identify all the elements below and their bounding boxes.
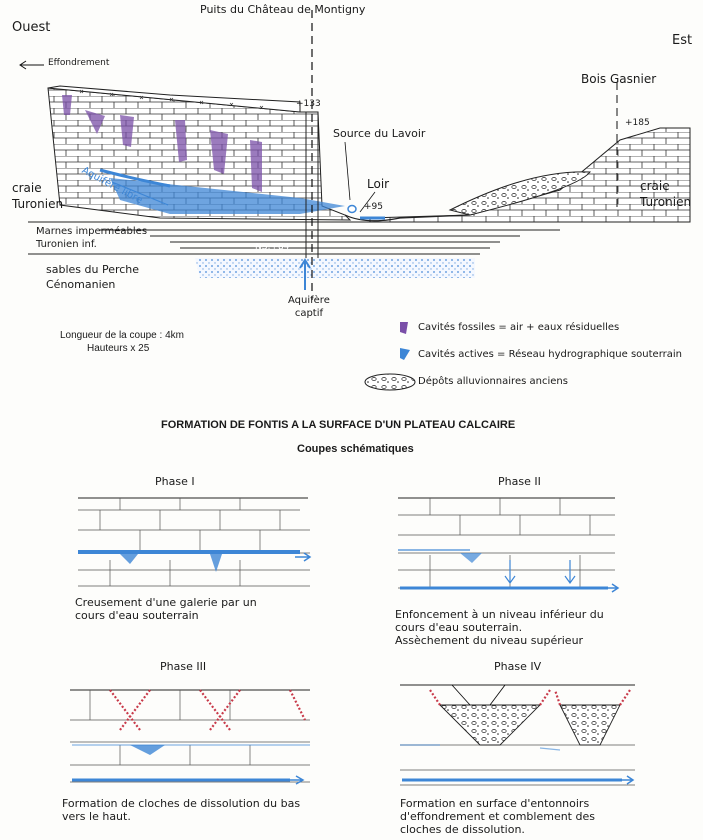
marnes-layers [28,221,690,255]
source-lavoir-marker [347,204,357,214]
phase-3-caption: Formation de cloches de dissolution du b… [62,797,301,823]
legend-active-symbol [400,348,410,360]
formation-subtitle: Coupes schématiques [297,443,414,455]
phase-4-label: Phase IV [494,660,542,673]
alt-95-label: +95 [364,202,383,212]
bois-label: Bois Gasnier [581,72,657,86]
phase-2-label: Phase II [498,475,541,488]
phase-3-diagram [70,689,310,785]
surface-cover [47,85,301,113]
phase-4-diagram [400,684,635,786]
alluvial-deposit [448,171,591,216]
longueur-label: Longueur de la coupe : 4km [60,330,184,341]
legend-fossil-symbol [400,322,408,334]
captive-arrow [299,258,311,290]
hauteurs-label: Hauteurs x 25 [87,343,150,354]
effondrement-arrow [19,60,44,70]
cover-crosses [79,89,264,110]
sables-cenomanien [195,258,475,278]
alt-185-label: +185 [625,118,650,128]
source-label: Source du Lavoir [333,127,426,140]
formation-title: FORMATION DE FONTIS A LA SURFACE D'UN PL… [161,419,516,431]
phase-2-diagram [398,497,620,593]
alt-133-label: +133 [296,99,321,109]
legend-fossiles: Cavités fossiles = air + eaux résiduelle… [418,322,620,333]
legend-depots: Dépôts alluvionnaires anciens [418,376,568,387]
west-label: Ouest [12,20,51,35]
effondrement-label: Effondrement [48,58,110,68]
east-label: Est [672,33,693,48]
loir-label: Loir [367,177,390,191]
legend-actives: Cavités actives = Réseau hydrographique … [418,349,682,360]
fossil-cavities-west [62,95,262,192]
phase-1-label: Phase I [155,475,195,488]
phase-3-label: Phase III [160,660,207,673]
well-shaft [305,112,319,258]
phase-1-diagram [78,497,312,587]
nsp-label: NS:+84 [255,242,290,252]
legend-deposit-symbol [364,373,416,391]
puits-label: Puits du Château de Montigny [200,3,366,16]
